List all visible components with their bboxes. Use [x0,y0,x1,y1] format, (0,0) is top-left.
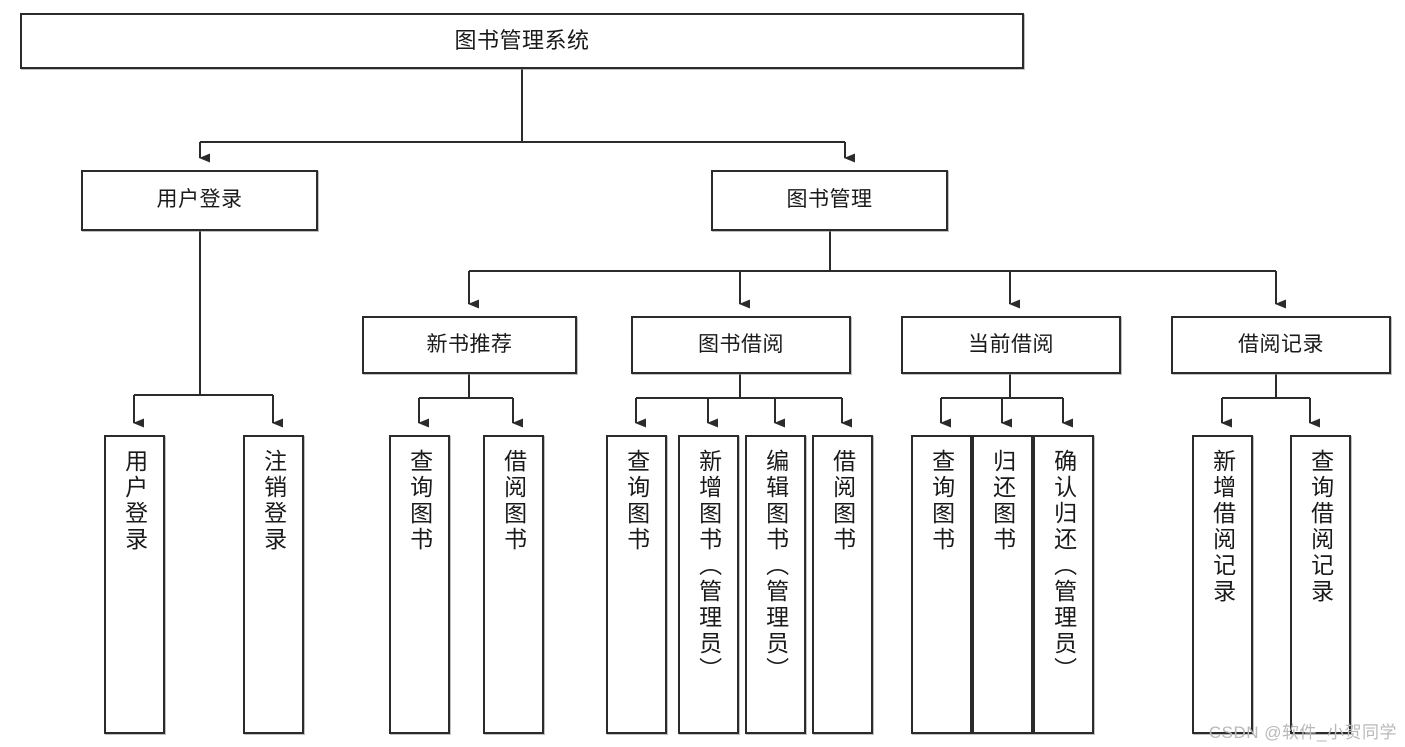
leaf-new-book-borrow-label: 借阅图书 [500,449,527,553]
leaf-borrow-record-query-label: 查询借阅记录 [1307,449,1334,605]
node-current-borrow[interactable]: 当前借阅 [901,316,1121,374]
node-user-login-label: 用户登录 [156,188,243,212]
node-root[interactable]: 图书管理系统 [20,13,1024,69]
leaf-current-borrow-confirm[interactable]: 确认归还（管理员） [1033,435,1094,734]
node-new-book-recommend[interactable]: 新书推荐 [362,316,577,374]
leaf-book-borrow-edit-label: 编辑图书（管理员） [762,449,789,683]
leaf-current-borrow-confirm-label: 确认归还（管理员） [1050,449,1077,683]
node-book-borrow[interactable]: 图书借阅 [631,316,851,374]
leaf-book-borrow-borrow-label: 借阅图书 [829,449,856,553]
node-book-management[interactable]: 图书管理 [711,170,948,231]
node-current-borrow-label: 当前借阅 [968,332,1054,356]
node-root-label: 图书管理系统 [454,28,590,54]
leaf-user-login-login-label: 用户登录 [121,449,148,553]
leaf-user-login-login[interactable]: 用户登录 [104,435,165,734]
leaf-user-login-logout[interactable]: 注销登录 [243,435,304,734]
node-borrow-record-label: 借阅记录 [1238,332,1324,356]
leaf-book-borrow-query-label: 查询图书 [623,449,650,553]
node-borrow-record[interactable]: 借阅记录 [1171,316,1391,374]
leaf-current-borrow-return[interactable]: 归还图书 [972,435,1033,734]
node-new-book-recommend-label: 新书推荐 [426,332,513,356]
leaf-user-login-logout-label: 注销登录 [260,449,287,553]
leaf-new-book-query[interactable]: 查询图书 [389,435,450,734]
node-book-borrow-label: 图书借阅 [698,332,784,356]
leaf-new-book-borrow[interactable]: 借阅图书 [483,435,544,734]
leaf-current-borrow-return-label: 归还图书 [989,449,1016,553]
leaf-book-borrow-add[interactable]: 新增图书（管理员） [678,435,739,734]
node-book-management-label: 图书管理 [786,188,873,212]
leaf-book-borrow-query[interactable]: 查询图书 [606,435,667,734]
node-user-login[interactable]: 用户登录 [81,170,318,231]
leaf-book-borrow-borrow[interactable]: 借阅图书 [812,435,873,734]
leaf-borrow-record-query[interactable]: 查询借阅记录 [1290,435,1351,734]
leaf-book-borrow-edit[interactable]: 编辑图书（管理员） [745,435,806,734]
leaf-new-book-query-label: 查询图书 [406,449,433,553]
csdn-watermark: CSDN @软件_小贺同学 [1208,723,1397,742]
leaf-book-borrow-add-label: 新增图书（管理员） [695,449,722,683]
leaf-current-borrow-query-label: 查询图书 [928,449,955,553]
leaf-borrow-record-add[interactable]: 新增借阅记录 [1192,435,1253,734]
leaf-current-borrow-query[interactable]: 查询图书 [911,435,972,734]
leaf-borrow-record-add-label: 新增借阅记录 [1209,449,1236,605]
